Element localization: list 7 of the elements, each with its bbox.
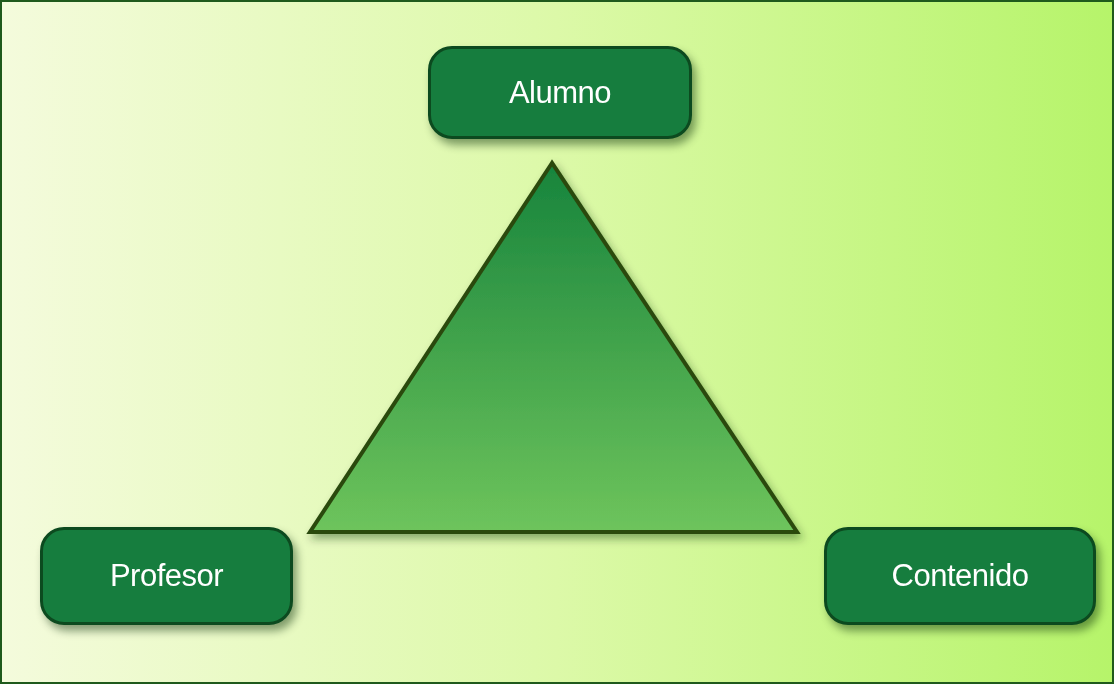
node-label: Profesor	[109, 558, 224, 594]
node-label: Alumno	[508, 74, 612, 111]
rounded-box	[40, 527, 293, 625]
rounded-box	[824, 527, 1096, 625]
node-label: Contenido	[891, 558, 1029, 594]
triangle-shape	[306, 159, 801, 534]
rounded-box	[428, 46, 692, 139]
